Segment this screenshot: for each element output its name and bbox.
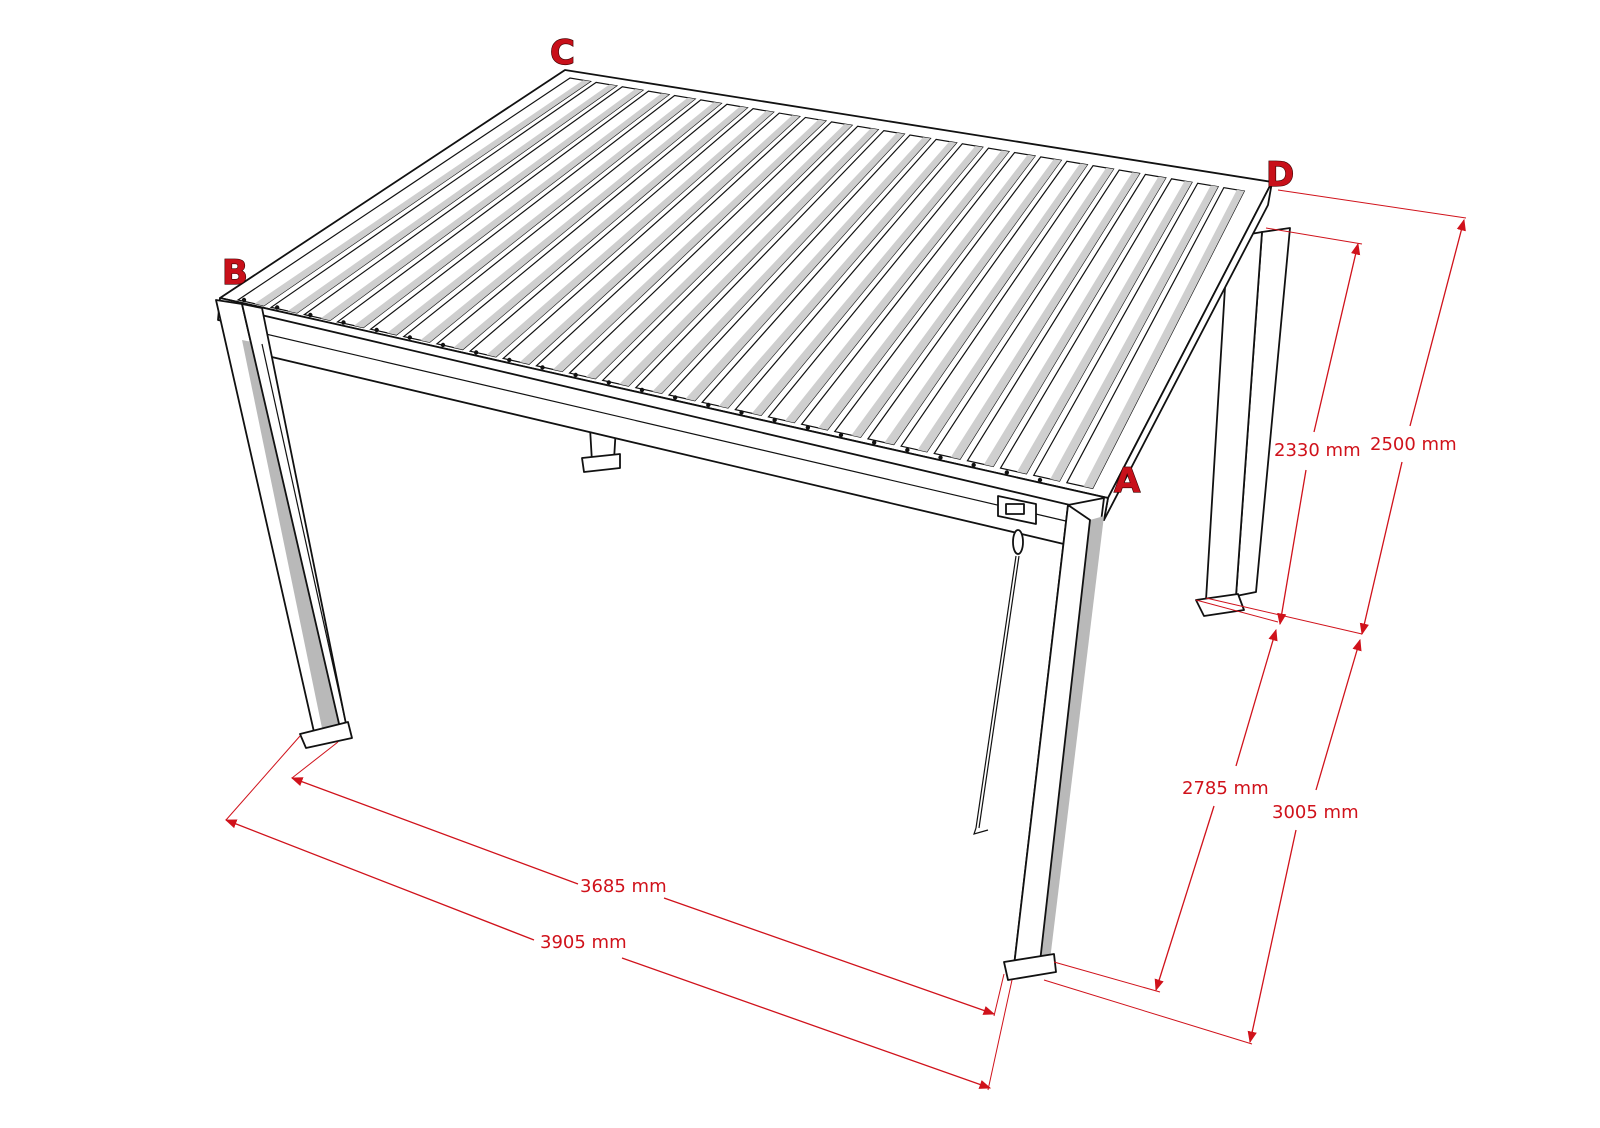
louvre-slat-shade (1050, 185, 1219, 482)
corner-label-a: A (1114, 461, 1141, 501)
louvre-slat-shade (751, 145, 983, 416)
post-front-left (215, 299, 353, 749)
rivet (507, 357, 512, 363)
rivet (938, 455, 943, 460)
dim-inner-width: 2785 mm (1182, 778, 1269, 799)
louvre-slat-shade (1017, 181, 1192, 474)
rivet (341, 320, 346, 325)
louvre-slat-shade (586, 124, 852, 379)
louvre-slat-shade (851, 159, 1062, 438)
dim-outer-length: 3905 mm (540, 932, 627, 953)
dim-outer-width: 3005 mm (1272, 802, 1359, 823)
rivet (1004, 470, 1010, 475)
rivet (440, 342, 446, 348)
dimension-lines (224, 189, 1467, 1091)
dim-inner-length: 3685 mm (580, 876, 667, 897)
louvre-slats (236, 77, 1246, 490)
louvre-slat-shade (1083, 189, 1245, 489)
rivet (1037, 477, 1043, 483)
post-back-right (1195, 227, 1291, 617)
rivet (672, 395, 678, 400)
louvre-slat-shade (287, 84, 617, 314)
louvre-slat-shade (420, 102, 722, 343)
rivet (971, 462, 976, 468)
rivet (639, 387, 645, 393)
louvre-slat-shade (950, 172, 1140, 460)
rivet (540, 365, 545, 370)
corner-label-b: B (222, 253, 248, 293)
louvre-slat-shade (983, 176, 1166, 467)
rivet (473, 350, 479, 355)
louvre-slat-shade (718, 141, 957, 409)
rivet (374, 327, 379, 333)
louvre-slat-shade (254, 80, 591, 306)
rivet (871, 440, 877, 445)
rivet (241, 297, 247, 303)
dim-inner-height: 2330 mm (1274, 440, 1361, 461)
louvre-slat-shade (453, 106, 748, 350)
rivet (739, 410, 744, 415)
rivet (772, 417, 777, 423)
rivet (606, 380, 612, 385)
rivet (805, 425, 811, 430)
rivet (407, 335, 413, 340)
louvre-slat-shade (354, 93, 669, 328)
rivet-row (241, 297, 1043, 483)
louvre-slat-shade (884, 163, 1088, 445)
rivet (274, 305, 280, 310)
louvre-slat-shade (486, 110, 774, 357)
corner-label-c: C (550, 33, 575, 73)
louvre-slat-shade (685, 137, 931, 401)
rivet (905, 447, 910, 453)
louvre-slat-shade (785, 150, 1009, 423)
louvre-slat-shade (652, 132, 905, 394)
rivet (308, 312, 313, 318)
post-front-right (1003, 497, 1105, 981)
rivet (573, 372, 578, 378)
louvre-slat-shade (818, 154, 1036, 430)
louvre-slat-shade (519, 115, 800, 365)
louvre-slat-shade (917, 167, 1114, 452)
corner-label-d: D (1266, 155, 1294, 195)
dim-outer-height: 2500 mm (1370, 434, 1457, 455)
crank-mechanism (973, 495, 1037, 835)
rivet (706, 402, 711, 408)
louvre-slat-shade (387, 97, 696, 335)
louvre-slat-shade (619, 128, 879, 387)
louvre-slat-shade (552, 119, 826, 372)
rivet (838, 432, 844, 438)
louvre-slat-shade (320, 88, 643, 321)
